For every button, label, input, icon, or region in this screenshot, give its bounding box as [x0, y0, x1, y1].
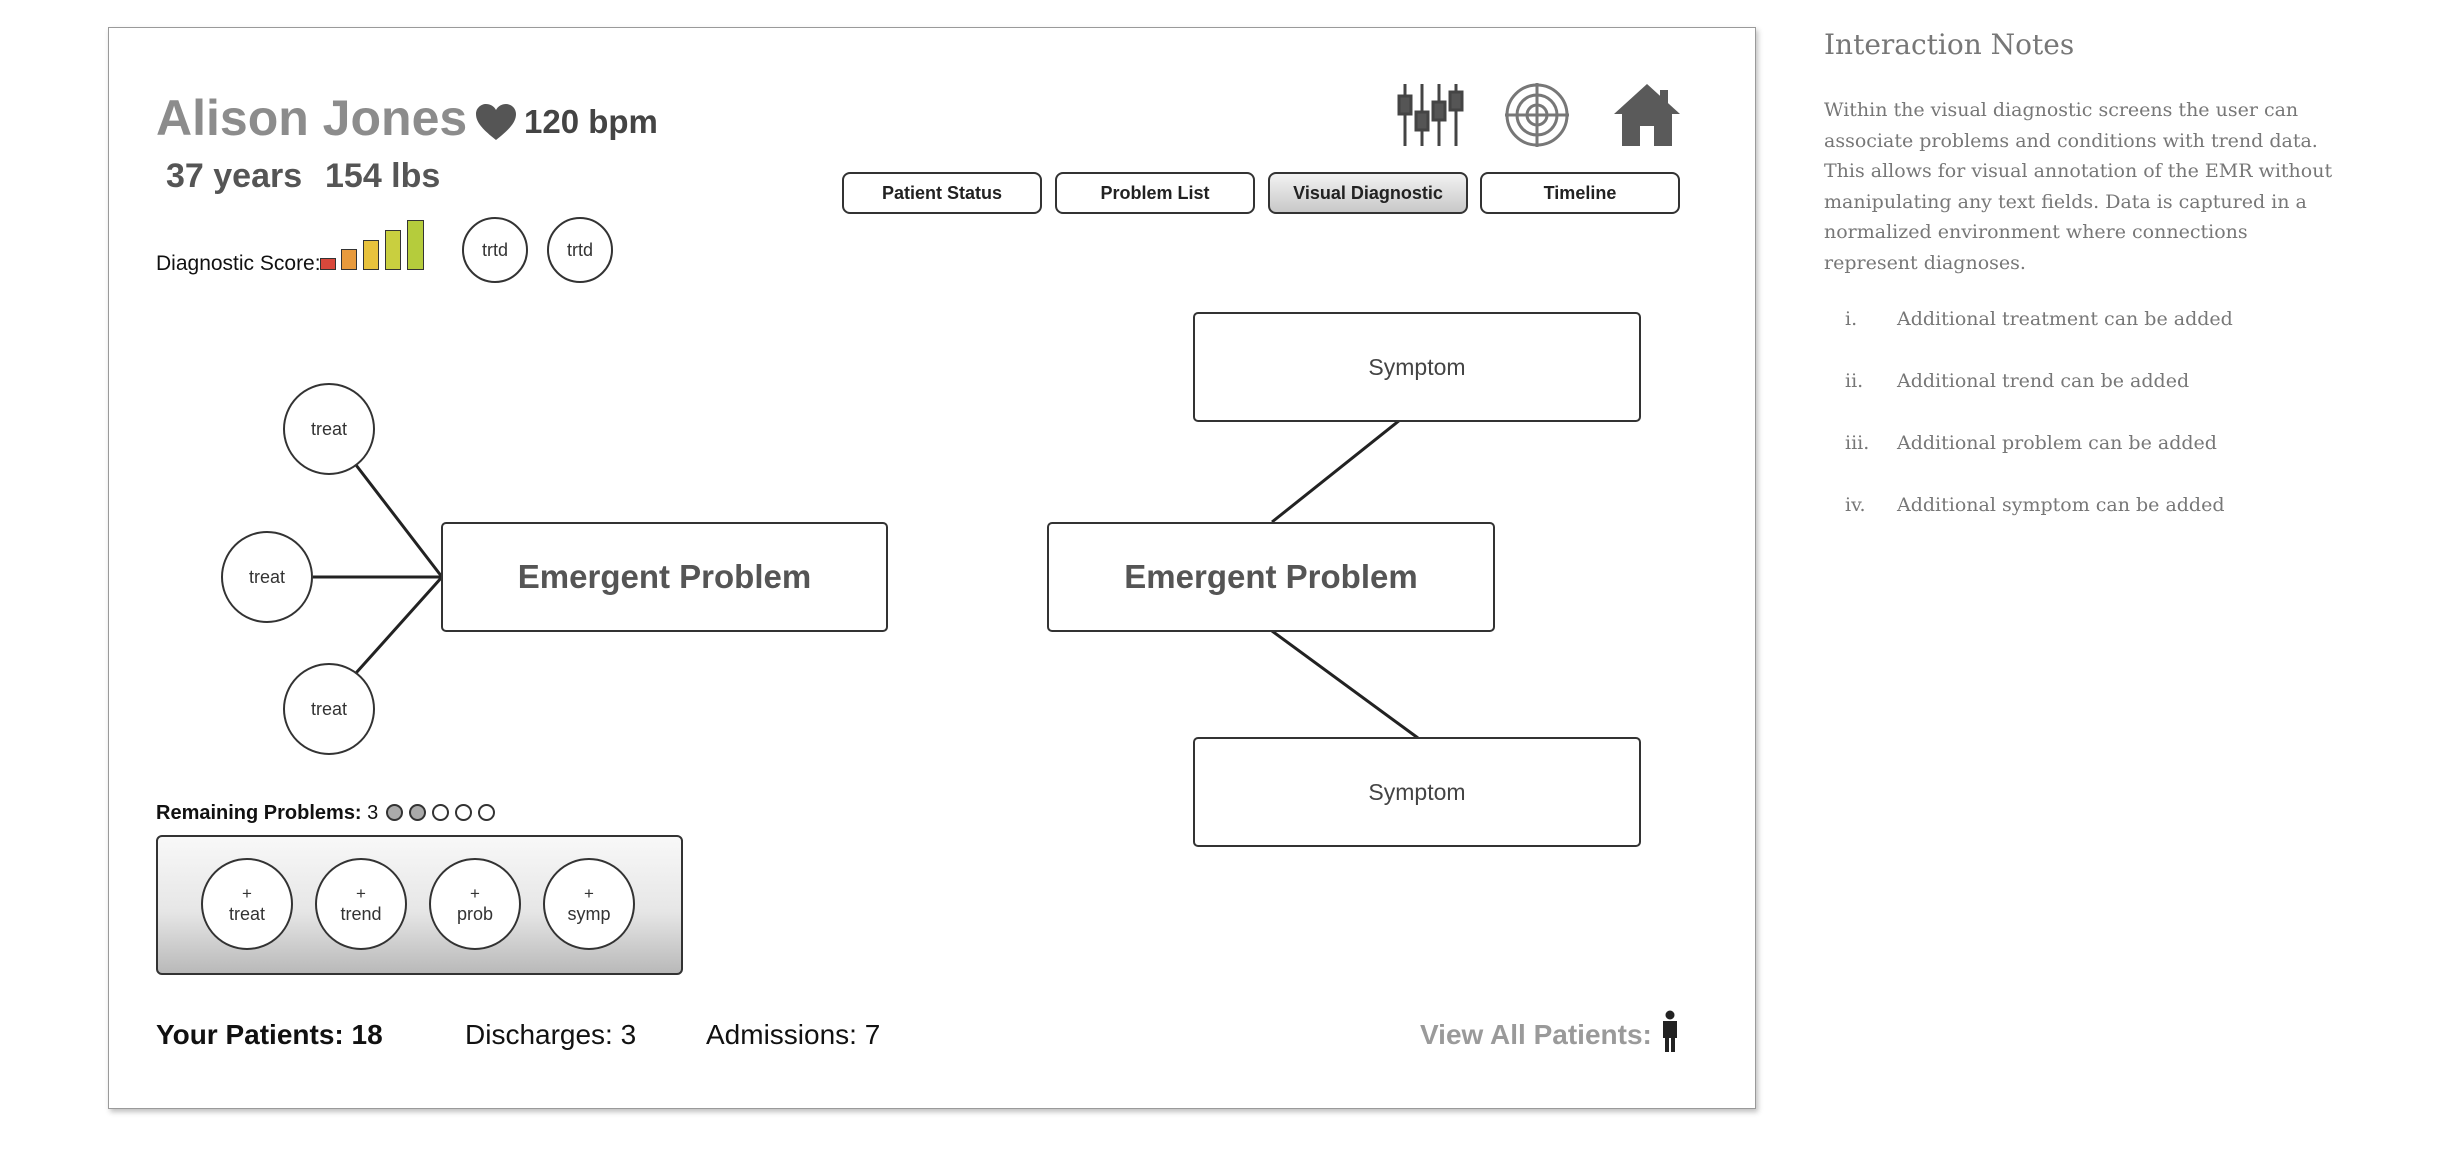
person-icon[interactable] [1661, 1010, 1679, 1052]
notes-title: Interaction Notes [1824, 28, 2075, 61]
add-problem-button[interactable]: + prob [429, 858, 521, 950]
remaining-problems: Remaining Problems: 3 [156, 800, 378, 826]
tab-visual-diagnostic[interactable]: Visual Diagnostic [1268, 172, 1468, 214]
remaining-problems-count: 3 [367, 802, 379, 824]
heart-rate: 120 bpm [524, 103, 658, 140]
target-icon[interactable] [1502, 82, 1572, 148]
plus-icon: + [356, 884, 366, 903]
treatment-node[interactable]: treat [283, 663, 375, 755]
treatment-label: treat [310, 418, 348, 439]
diagnostic-score-bars [320, 218, 426, 270]
tab-timeline[interactable]: Timeline [1480, 172, 1680, 214]
remaining-dot [432, 804, 449, 821]
treatment-node[interactable]: treat [221, 531, 313, 623]
add-treatment-button[interactable]: + treat [201, 858, 293, 950]
tab-patient-status[interactable]: Patient Status [842, 172, 1042, 214]
home-icon[interactable] [1612, 82, 1682, 148]
trend-label: trtd [481, 239, 508, 260]
notes-item-number: iii. [1845, 432, 1870, 454]
score-bar-5 [407, 220, 424, 270]
your-patients-count: Your Patients: 18 [156, 1019, 383, 1050]
treatment-label: treat [248, 566, 286, 587]
remaining-dot [409, 804, 426, 821]
add-button-label: treat [228, 904, 266, 924]
trend-bubble[interactable]: trtd [462, 217, 528, 283]
add-trend-button[interactable]: + trend [315, 858, 407, 950]
score-bar-4 [385, 230, 401, 270]
notes-item-number: iv. [1845, 494, 1866, 516]
plus-icon: + [470, 884, 480, 903]
plus-icon: + [242, 884, 252, 903]
emergent-problem-box[interactable]: Emergent Problem [1047, 522, 1495, 632]
treatment-label: treat [310, 698, 348, 719]
sliders-icon[interactable] [1395, 82, 1465, 148]
symptom-box[interactable]: Symptom [1193, 312, 1641, 422]
admissions-count: Admissions: 7 [706, 1019, 881, 1050]
notes-item-text: Additional treatment can be added [1897, 308, 2233, 330]
emergent-problem-box[interactable]: Emergent Problem [441, 522, 888, 632]
add-button-label: trend [340, 904, 382, 924]
remaining-dot [478, 804, 495, 821]
plus-icon: + [584, 884, 594, 903]
score-bar-2 [341, 249, 357, 270]
tab-problem-list[interactable]: Problem List [1055, 172, 1255, 214]
remaining-dot [386, 804, 403, 821]
patient-weight: 154 lbs [325, 157, 441, 195]
heart-icon [476, 104, 516, 140]
discharges-count: Discharges: 3 [465, 1019, 637, 1050]
notes-item-text: Additional symptom can be added [1897, 494, 2225, 516]
notes-item-text: Additional problem can be added [1897, 432, 2217, 454]
view-all-patients-link[interactable]: View All Patients: [1420, 1019, 1652, 1050]
notes-item-number: i. [1845, 308, 1858, 330]
notes-item-number: ii. [1845, 370, 1864, 392]
symptom-box[interactable]: Symptom [1193, 737, 1641, 847]
add-button-label: symp [567, 904, 611, 924]
patient-name: Alison Jones [156, 90, 468, 146]
remaining-problems-label: Remaining Problems: [156, 802, 362, 824]
diagnostic-score-label: Diagnostic Score: [156, 252, 321, 275]
trend-label: trtd [566, 239, 593, 260]
score-bar-3 [363, 240, 379, 270]
add-symptom-button[interactable]: + symp [543, 858, 635, 950]
trend-bubble[interactable]: trtd [547, 217, 613, 283]
score-bar-1 [320, 258, 336, 270]
patient-age: 37 years [166, 157, 303, 195]
notes-body: Within the visual diagnostic screens the… [1824, 99, 2333, 274]
notes-item-text: Additional trend can be added [1897, 370, 2190, 392]
treatment-node[interactable]: treat [283, 383, 375, 475]
remaining-dot [455, 804, 472, 821]
add-button-label: prob [456, 904, 494, 924]
